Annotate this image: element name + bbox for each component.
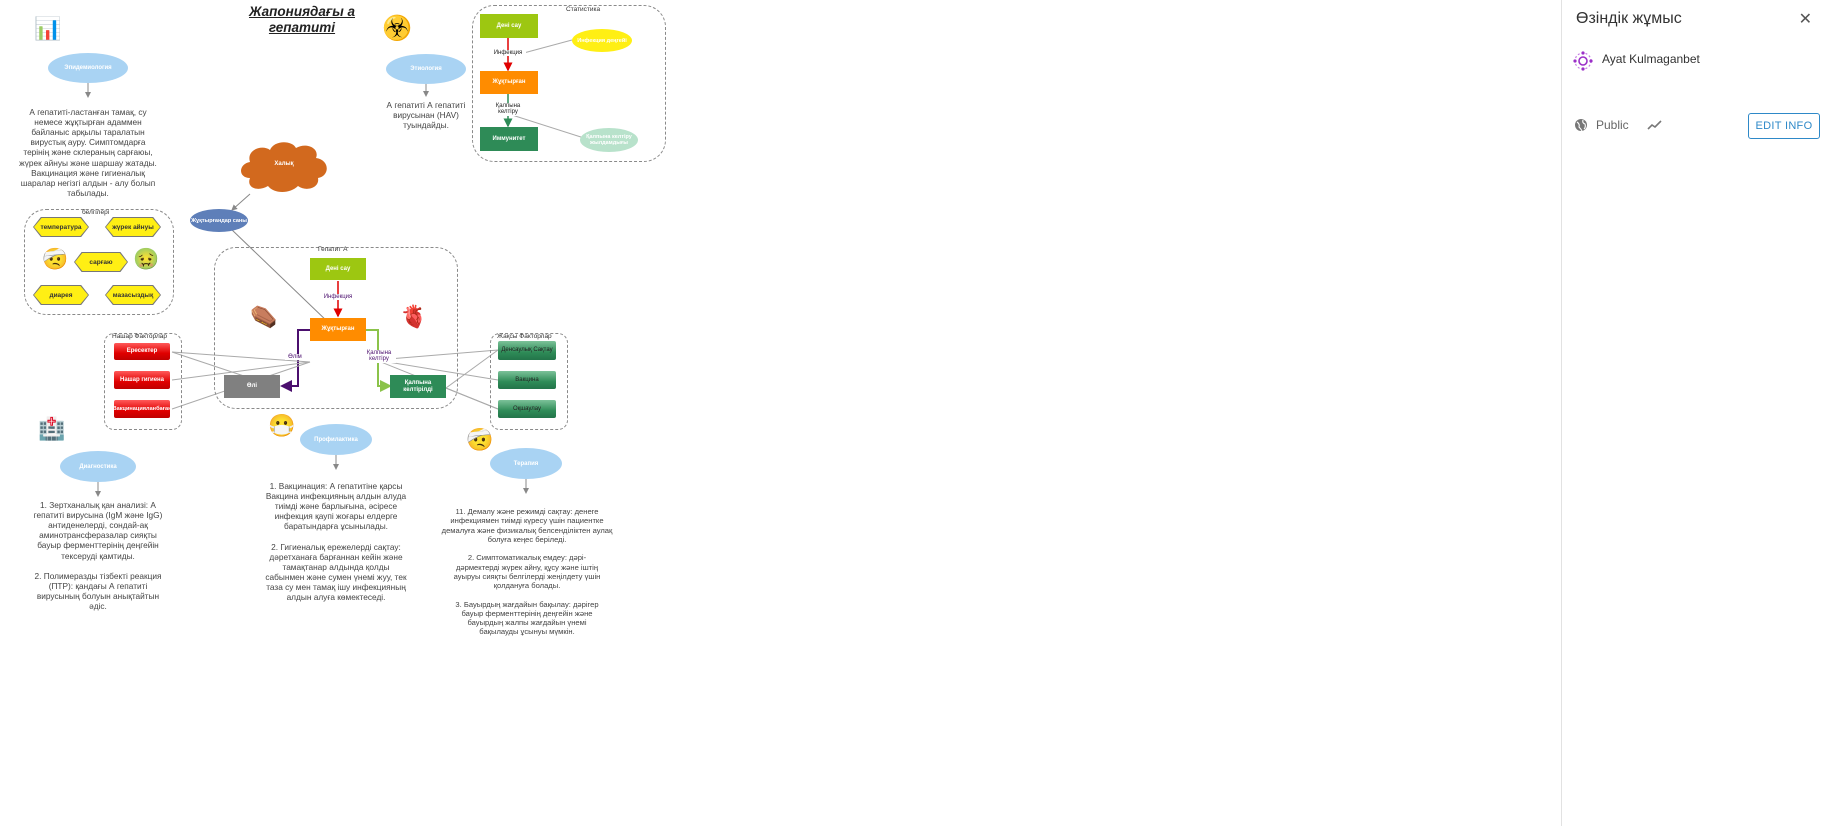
- good-factor-isolation[interactable]: Оқшаулау: [498, 400, 556, 418]
- prevention-bubble[interactable]: Профилактика: [300, 424, 372, 455]
- hep-dead-node[interactable]: Өлі: [224, 375, 280, 398]
- sick-face-icon: 🤕: [42, 248, 69, 271]
- sign-temperature[interactable]: температура: [34, 218, 88, 236]
- panel-title: Өзіндік жұмыс: [1576, 10, 1682, 27]
- mask-face-icon: 😷: [268, 413, 296, 438]
- diagnostics-text: 1. Зертханалық қан анализі: А гепатиті в…: [33, 500, 163, 612]
- good-factors-title: Жақсы Факторлар: [497, 333, 552, 340]
- hep-death-label: Өлім: [285, 354, 305, 361]
- etiology-text: А гепатиті А гепатиті вирусынан (HAV) ту…: [386, 100, 466, 131]
- stat-infection-label: Инфекция: [490, 50, 526, 57]
- good-factors-group[interactable]: [490, 333, 568, 430]
- visibility-label: Public: [1596, 118, 1629, 132]
- connector-lines: [85, 38, 585, 497]
- bad-factors-group[interactable]: [104, 333, 182, 430]
- etiology-bubble[interactable]: Этиология: [386, 54, 466, 84]
- nauseated-face-icon: 🤢: [133, 248, 160, 271]
- info-panel: Өзіндік жұмыс ✕ Ayat Kulmaganbet Public …: [1561, 0, 1823, 826]
- public-cloud-shape: [241, 142, 327, 192]
- hep-infected-node[interactable]: Жұқтырған: [310, 318, 366, 341]
- statistics-group[interactable]: [472, 5, 666, 162]
- bad-factor-adults[interactable]: Ересектер: [114, 343, 170, 360]
- signs-group[interactable]: [24, 209, 174, 315]
- prevention-text: 1. Вакцинация: А гепатитіне қарсы Вакцин…: [265, 481, 407, 603]
- public-cloud[interactable]: Халық: [274, 160, 294, 167]
- close-icon[interactable]: ✕: [1798, 11, 1812, 28]
- mind-map-canvas[interactable]: Жапониядағы а гепатиті 📊 Эпидемиология А…: [0, 0, 1560, 826]
- bad-factor-unvaccinated[interactable]: Вакцинацияланбаған: [113, 400, 171, 418]
- hep-healthy-node[interactable]: Дені сау: [310, 258, 366, 280]
- epidemiology-text: А гепатиті-ластанған тамақ, су немесе жұ…: [19, 107, 157, 198]
- hepatitis-a-group[interactable]: [214, 247, 458, 409]
- author-name[interactable]: Ayat Kulmaganbet: [1602, 52, 1700, 66]
- stat-infection-level-ann[interactable]: Инфекция деңгейі: [572, 29, 632, 52]
- bad-factor-hygiene[interactable]: Нашар гигиена: [114, 371, 170, 389]
- coffin-icon: ⚰️: [250, 304, 278, 329]
- hep-infection-label: Инфекция: [318, 294, 358, 301]
- map-title: Жапониядағы а гепатиті: [248, 4, 355, 36]
- diagnostics-bubble[interactable]: Диагностика: [60, 451, 136, 482]
- therapy-text: 11. Демалу және режимді сақтау: денеге и…: [441, 507, 613, 637]
- hep-recover-label: Қалпына келтіру: [362, 350, 396, 363]
- heart-organ-icon: 🫀: [400, 304, 428, 329]
- bad-factors-title: Нашар Факторлар: [112, 333, 167, 340]
- sign-nausea[interactable]: жүрек айнуы: [106, 218, 160, 236]
- good-factor-healthcare[interactable]: Денсаулық Сақтау: [498, 341, 556, 360]
- sign-jaundice[interactable]: сарғаю: [75, 253, 127, 271]
- stat-healthy-node[interactable]: Дені сау: [480, 14, 538, 38]
- hepatitis-a-title: Гепатит А: [318, 246, 348, 253]
- statistics-title: Статистика: [566, 6, 601, 13]
- hep-recovered-node[interactable]: Қалпына келтірілді: [390, 375, 446, 398]
- trend-icon[interactable]: [1647, 119, 1663, 131]
- therapy-bubble[interactable]: Терапия: [490, 448, 562, 479]
- hospital-icon: 🏥: [38, 416, 66, 441]
- biohazard-icon: ☣️: [382, 15, 412, 42]
- sign-anxiety[interactable]: мазасыздық: [106, 286, 160, 304]
- infected-count-bubble[interactable]: Жұқтырғандар саны: [190, 209, 248, 232]
- edit-info-button[interactable]: EDIT INFO: [1748, 113, 1820, 139]
- author-avatar-icon: [1573, 51, 1593, 71]
- epidemiology-bubble[interactable]: Эпидемиология: [48, 53, 128, 83]
- stat-immune-node[interactable]: Иммунитет: [480, 127, 538, 151]
- signs-title: белгілері: [82, 209, 110, 216]
- bar-chart-icon: 📊: [34, 16, 62, 41]
- bandaged-face-icon: 🤕: [466, 427, 494, 452]
- stat-recover-label: Қалпына келтіру: [490, 103, 526, 116]
- globe-icon: [1575, 119, 1587, 132]
- good-factor-vaccine[interactable]: Вакцина: [498, 371, 556, 389]
- sign-diarrhea[interactable]: диарея: [34, 286, 88, 304]
- stat-infected-node[interactable]: Жұқтырған: [480, 71, 538, 94]
- stat-recovery-rate-ann[interactable]: Қалпына келтіру жылдамдығы: [580, 128, 638, 152]
